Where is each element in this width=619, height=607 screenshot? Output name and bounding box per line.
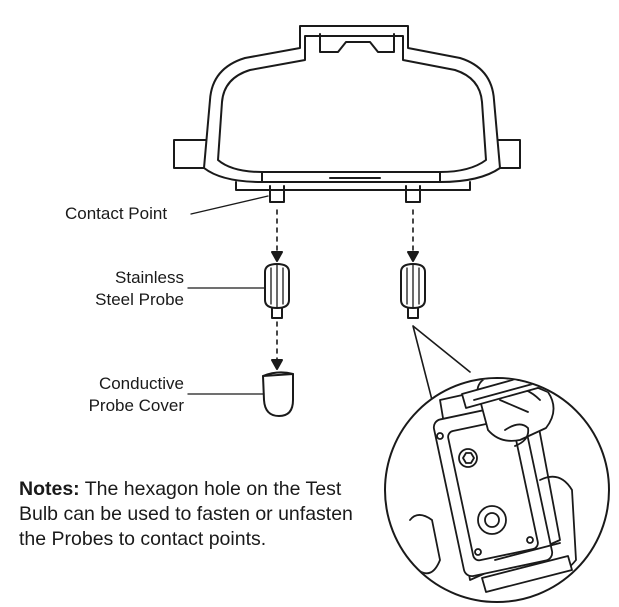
- contact-point-label: Contact Point: [65, 204, 168, 223]
- probe-label-line-1: Stainless: [115, 268, 184, 287]
- probe-icon: [400, 263, 426, 319]
- notes-heading: Notes:: [19, 478, 80, 500]
- conductive-probe-cover-label: Conductive Probe Cover: [60, 373, 184, 417]
- notes-paragraph: Notes: The hexagon hole on the Test Bulb…: [19, 477, 354, 552]
- probe-cover-icon: [262, 371, 294, 417]
- test-bulb-icon: [384, 377, 610, 603]
- collar-receiver-icon: [173, 25, 521, 203]
- cover-label-line-2: Probe Cover: [88, 396, 184, 415]
- probe-icon: [264, 263, 290, 319]
- stainless-steel-probe-label: Stainless Steel Probe: [60, 267, 184, 311]
- cover-label-line-1: Conductive: [98, 374, 184, 393]
- notes-body: The hexagon hole on the Test Bulb can be…: [19, 478, 353, 550]
- probe-label-line-2: Steel Probe: [95, 290, 184, 309]
- contact-point-leader: [190, 195, 269, 215]
